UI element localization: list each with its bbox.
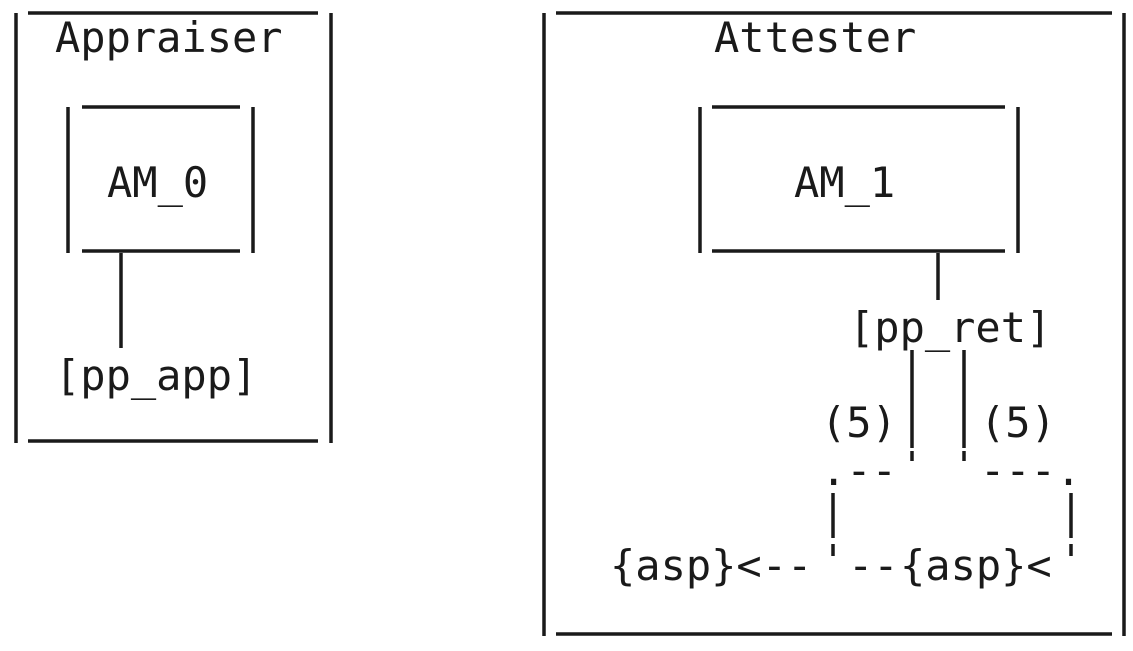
am0-module-box: AM_0 <box>66 105 255 253</box>
right-branch-top: ---. <box>980 446 1081 495</box>
left-asp-label: {asp}<-- <box>610 541 812 590</box>
am1-module-box: AM_1 <box>698 105 1020 253</box>
right-asp-label: {asp}< <box>900 541 1052 590</box>
left-count-label: (5) <box>821 398 897 447</box>
am0-label: AM_0 <box>107 158 208 207</box>
right-count-label: (5) <box>980 398 1056 447</box>
appraiser-box: Appraiser <box>14 11 333 443</box>
am1-label: AM_1 <box>794 158 895 207</box>
pp-ret-label: [pp_ret] <box>849 303 1051 352</box>
left-branch-top: .-- <box>821 446 897 495</box>
middle-dashes: -- <box>848 541 899 590</box>
attester-box: Attester <box>542 11 1126 636</box>
attester-title: Attester <box>714 13 916 62</box>
pp-app-label: [pp_app] <box>55 351 257 400</box>
appraiser-title: Appraiser <box>55 13 283 62</box>
